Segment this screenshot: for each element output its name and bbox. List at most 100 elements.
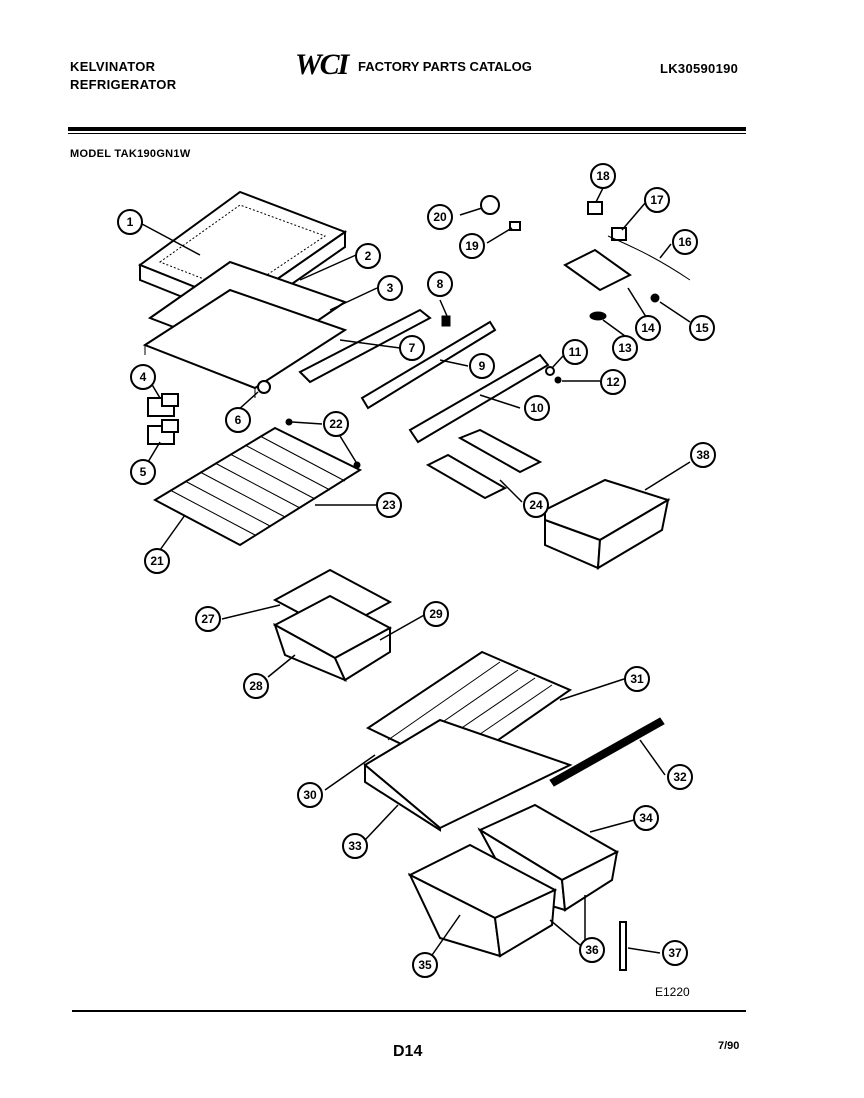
- callout-label: 10: [530, 401, 544, 415]
- callout-label: 32: [673, 770, 687, 784]
- callout-15: 15: [689, 315, 715, 341]
- part-egg-trays: [425, 428, 543, 500]
- callout-label: 35: [418, 958, 432, 972]
- header-rule: [68, 127, 746, 131]
- callout-label: 8: [437, 277, 444, 291]
- callout-18: 18: [590, 163, 616, 189]
- callout-label: 31: [630, 672, 644, 686]
- part-knob: [257, 380, 271, 394]
- callout-label: 33: [348, 839, 362, 853]
- callout-label: 3: [387, 281, 394, 295]
- callout-label: 36: [585, 943, 599, 957]
- part-light-bulb: [480, 195, 500, 215]
- callout-23: 23: [376, 492, 402, 518]
- callout-9: 9: [469, 353, 495, 379]
- callout-7: 7: [399, 335, 425, 361]
- callout-20: 20: [427, 204, 453, 230]
- callout-label: 4: [140, 370, 147, 384]
- catalog-title: FACTORY PARTS CATALOG: [358, 59, 532, 74]
- callout-32: 32: [667, 764, 693, 790]
- part-crisper-shelf: [363, 650, 573, 832]
- callout-10: 10: [524, 395, 550, 421]
- callout-17: 17: [644, 187, 670, 213]
- callout-label: 13: [618, 341, 632, 355]
- part-control-housing: [563, 201, 691, 321]
- callout-label: 28: [249, 679, 263, 693]
- part-trim-strip: [549, 717, 665, 787]
- callout-label: 12: [606, 375, 620, 389]
- callout-11: 11: [562, 339, 588, 365]
- callout-33: 33: [342, 833, 368, 859]
- callout-label: 18: [596, 169, 610, 183]
- callout-30: 30: [297, 782, 323, 808]
- callout-label: 15: [695, 321, 709, 335]
- callout-label: 6: [235, 413, 242, 427]
- callout-37: 37: [662, 940, 688, 966]
- callout-4: 4: [130, 364, 156, 390]
- callout-29: 29: [423, 601, 449, 627]
- footer-rule: [72, 1010, 746, 1012]
- product-label: REFRIGERATOR: [70, 77, 177, 92]
- callout-21: 21: [144, 548, 170, 574]
- callout-label: 14: [641, 321, 655, 335]
- part-wire-shelf: [152, 418, 363, 547]
- drawing-code: E1220: [655, 985, 690, 999]
- model-label: MODEL TAK190GN1W: [70, 148, 191, 160]
- leader-lines: [141, 187, 691, 959]
- callout-label: 17: [650, 193, 664, 207]
- brand-label: KELVINATOR: [70, 59, 156, 74]
- callout-34: 34: [633, 805, 659, 831]
- part-crisper-pans: [407, 803, 620, 958]
- part-clips: [147, 393, 179, 445]
- callout-label: 37: [668, 946, 682, 960]
- callout-27: 27: [195, 606, 221, 632]
- callout-label: 30: [303, 788, 317, 802]
- callout-label: 34: [639, 811, 653, 825]
- callout-label: 7: [409, 341, 416, 355]
- callout-12: 12: [600, 369, 626, 395]
- callout-label: 11: [569, 345, 582, 359]
- part-rail: [360, 320, 497, 410]
- part-screw: [441, 315, 451, 327]
- callout-1: 1: [117, 209, 143, 235]
- callout-5: 5: [130, 459, 156, 485]
- callout-38: 38: [690, 442, 716, 468]
- callout-label: 16: [678, 235, 692, 249]
- callout-label: 22: [329, 417, 343, 431]
- callout-16: 16: [672, 229, 698, 255]
- revision-date: 7/90: [718, 1040, 740, 1052]
- callout-2: 2: [355, 243, 381, 269]
- callout-label: 21: [150, 554, 164, 568]
- callout-31: 31: [624, 666, 650, 692]
- callout-3: 3: [377, 275, 403, 301]
- page-number: D14: [393, 1043, 423, 1060]
- callout-6: 6: [225, 407, 251, 433]
- wci-logo: WCI: [295, 48, 349, 81]
- callout-35: 35: [412, 952, 438, 978]
- callout-24: 24: [523, 492, 549, 518]
- callout-19: 19: [459, 233, 485, 259]
- callout-22: 22: [323, 411, 349, 437]
- callout-label: 23: [382, 498, 396, 512]
- callout-28: 28: [243, 673, 269, 699]
- callout-label: 24: [529, 498, 543, 512]
- callout-36: 36: [579, 937, 605, 963]
- callout-label: 9: [479, 359, 486, 373]
- callout-label: 1: [127, 215, 134, 229]
- header-rule-thin: [68, 133, 746, 134]
- catalog-code: LK30590190: [660, 61, 739, 76]
- callout-label: 5: [140, 465, 147, 479]
- callout-label: 27: [201, 612, 215, 626]
- callout-label: 19: [465, 239, 479, 253]
- part-bracket: [298, 308, 432, 384]
- part-socket: [509, 221, 521, 231]
- callout-label: 38: [696, 448, 710, 462]
- callout-14: 14: [635, 315, 661, 341]
- part-rail-lower: [408, 353, 550, 444]
- callout-13: 13: [612, 335, 638, 361]
- callout-label: 2: [365, 249, 372, 263]
- callout-label: 29: [429, 607, 443, 621]
- callout-8: 8: [427, 271, 453, 297]
